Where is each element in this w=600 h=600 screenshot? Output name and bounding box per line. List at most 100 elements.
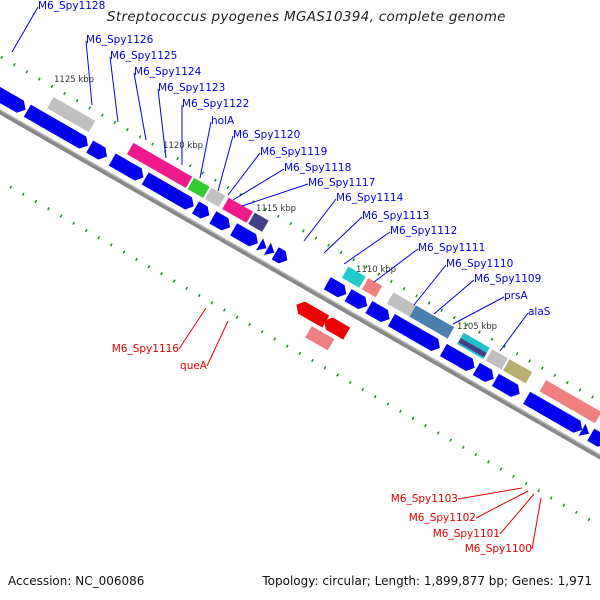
cds-arrow[interactable] xyxy=(263,242,278,259)
callout-line xyxy=(323,216,363,254)
tick-label: 1105 kbp xyxy=(457,322,497,332)
callout-line xyxy=(133,72,147,141)
gene-bar[interactable] xyxy=(539,380,600,424)
tick-minor xyxy=(524,481,528,486)
cds-arrow[interactable] xyxy=(0,82,29,116)
gene-label[interactable]: M6_Spy1119 xyxy=(260,146,327,158)
gene-bar[interactable] xyxy=(187,177,210,198)
gene-label[interactable]: M6_Spy1125 xyxy=(110,50,177,62)
gene-bar[interactable] xyxy=(204,187,226,207)
cds-arrow[interactable] xyxy=(271,247,291,266)
tick-minor xyxy=(377,272,381,276)
genome-backbone xyxy=(0,80,600,483)
tick-minor xyxy=(486,460,490,464)
tick-minor xyxy=(474,452,478,457)
gene-label[interactable]: M6_Spy1117 xyxy=(308,177,375,189)
cds-arrow[interactable] xyxy=(472,362,497,385)
gene-label[interactable]: M6_Spy1120 xyxy=(233,129,300,141)
tick-minor xyxy=(188,164,192,168)
gene-label[interactable]: queA xyxy=(180,360,208,372)
gene-label[interactable]: M6_Spy1113 xyxy=(362,210,429,222)
tick-minor xyxy=(553,373,557,378)
gene-label[interactable]: M6_Spy1111 xyxy=(418,242,485,254)
gene-label[interactable]: alaS xyxy=(528,306,551,318)
tick-minor xyxy=(289,221,293,226)
gene-bar-reverse[interactable] xyxy=(305,326,335,351)
callout-line xyxy=(109,56,119,123)
callout-line xyxy=(343,231,391,265)
tick-minor xyxy=(427,301,431,305)
cds-arrow[interactable] xyxy=(439,343,478,374)
tick-minor xyxy=(465,323,469,327)
gene-bar[interactable] xyxy=(458,337,487,358)
tick-minor xyxy=(386,402,390,406)
tick-minor xyxy=(223,308,226,312)
tick-minor xyxy=(364,265,368,269)
gene-label[interactable]: M6_Spy1128 xyxy=(38,0,105,12)
tick-label: 1120 kbp xyxy=(163,141,203,151)
tick-minor xyxy=(97,236,101,240)
gene-label[interactable]: M6_Spy1103 xyxy=(391,493,458,505)
gene-label[interactable]: prsA xyxy=(504,290,528,302)
gene-bar[interactable] xyxy=(485,349,508,370)
tick-minor xyxy=(100,113,104,117)
cds-arrow-reverse[interactable] xyxy=(321,315,351,340)
gene-label[interactable]: M6_Spy1100 xyxy=(465,543,532,555)
cds-arrow[interactable] xyxy=(191,201,213,221)
tick-minor xyxy=(298,351,302,356)
tick-minor xyxy=(248,322,251,327)
tick-minor xyxy=(314,236,318,240)
gene-label[interactable]: M6_Spy1101 xyxy=(433,528,500,540)
callout-line xyxy=(413,264,447,306)
gene-label[interactable]: M6_Spy1124 xyxy=(134,66,202,78)
cds-arrow[interactable] xyxy=(491,373,523,400)
gene-bar[interactable] xyxy=(248,212,269,232)
cds-arrow[interactable] xyxy=(209,211,233,233)
gene-label[interactable]: M6_Spy1102 xyxy=(409,512,476,524)
tick-minor xyxy=(452,315,456,320)
cds-arrow[interactable] xyxy=(387,313,444,354)
gene-bar[interactable] xyxy=(47,96,96,133)
gene-bar[interactable] xyxy=(503,359,533,384)
cds-arrow[interactable] xyxy=(23,104,92,152)
gene-bar[interactable] xyxy=(341,266,366,288)
gene-label[interactable]: M6_Spy1114 xyxy=(336,192,404,204)
gene-label[interactable]: M6_Spy1126 xyxy=(86,34,154,46)
gene-label[interactable]: M6_Spy1123 xyxy=(158,82,225,94)
cds-arrow[interactable] xyxy=(587,428,600,450)
callout-line xyxy=(227,152,261,196)
cds-arrow[interactable] xyxy=(86,140,110,163)
cds-arrow[interactable] xyxy=(344,289,371,312)
tick-minor xyxy=(185,286,189,290)
cds-arrow[interactable] xyxy=(523,391,585,436)
gene-label[interactable]: M6_Spy1110 xyxy=(446,258,513,270)
gene-bar[interactable] xyxy=(222,197,254,223)
tick-minor xyxy=(0,55,4,60)
gene-label[interactable]: holA xyxy=(211,115,235,127)
cds-arrow[interactable] xyxy=(108,153,147,183)
gene-label[interactable]: M6_Spy1116 xyxy=(112,343,180,355)
tick-marks xyxy=(0,55,594,522)
gene-label[interactable]: M6_Spy1122 xyxy=(182,98,249,110)
gene-label[interactable]: M6_Spy1112 xyxy=(390,225,457,237)
cds-arrow[interactable] xyxy=(578,423,593,440)
cds-arrow[interactable] xyxy=(141,172,198,212)
tick-minor xyxy=(574,510,578,515)
gene-bar[interactable] xyxy=(386,292,416,317)
cds-arrow[interactable] xyxy=(230,223,261,249)
cds-arrow[interactable] xyxy=(256,238,270,254)
gene-bar[interactable] xyxy=(126,142,193,189)
tick-minor xyxy=(565,380,569,385)
callout-line xyxy=(241,183,309,207)
cds-arrow[interactable] xyxy=(365,301,393,325)
gene-bar[interactable] xyxy=(409,305,455,339)
tick-minor xyxy=(63,91,66,96)
gene-label[interactable]: M6_Spy1118 xyxy=(284,162,351,174)
callout-line xyxy=(452,296,505,325)
tick-minor xyxy=(411,416,415,421)
gene-label[interactable]: M6_Spy1109 xyxy=(474,273,541,285)
cds-arrow-reverse[interactable] xyxy=(293,299,330,328)
gene-bar[interactable] xyxy=(361,277,383,298)
cds-arrow[interactable] xyxy=(323,277,350,300)
